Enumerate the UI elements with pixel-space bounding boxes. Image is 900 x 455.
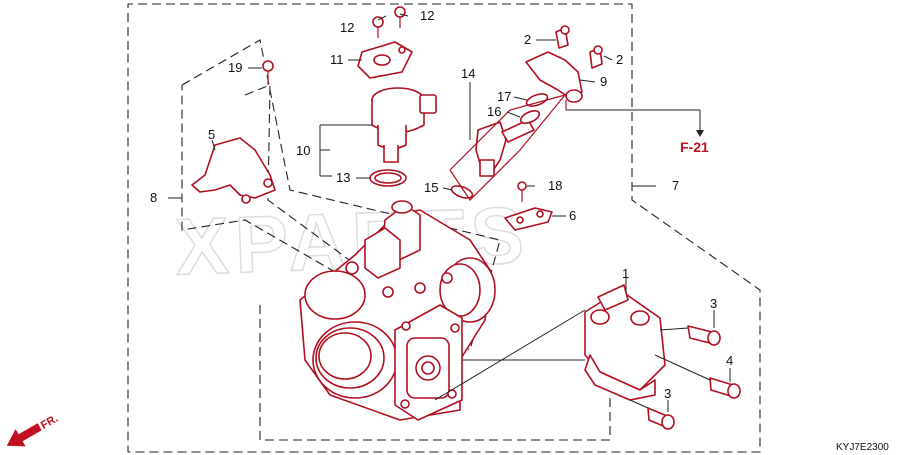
screws-12: [372, 6, 406, 38]
callout-6: 6: [569, 208, 576, 223]
stay-plate-6: [504, 207, 553, 231]
bolts-2: [555, 25, 603, 69]
callout-12-left: 12: [340, 20, 354, 35]
callout-11: 11: [330, 52, 344, 67]
bolt-18: [517, 181, 527, 202]
fuel-hose-joint: [525, 51, 583, 110]
callout-16: 16: [487, 104, 501, 119]
assembly-outline-7: [127, 3, 761, 453]
o-ring-13: [369, 169, 407, 187]
screw-3-lower: [647, 407, 675, 430]
injector-kit-outline: [449, 93, 567, 201]
fuel-injector: [475, 119, 535, 177]
callout-9: 9: [600, 74, 607, 89]
callout-15: 15: [424, 180, 438, 195]
callout-12-right: 12: [420, 8, 434, 23]
throttle-body: [299, 200, 496, 421]
front-arrow-icon: [6, 423, 42, 447]
throttle-position-sensor: [584, 284, 666, 401]
callout-13: 13: [336, 170, 350, 185]
callout-3-upper: 3: [710, 296, 717, 311]
callout-18: 18: [548, 178, 562, 193]
leader-lines: [168, 13, 731, 412]
idle-air-control-valve: [371, 87, 437, 163]
callout-7: 7: [672, 178, 679, 193]
screw-3-upper: [687, 325, 721, 346]
callout-19: 19: [228, 60, 242, 75]
callout-2-right: 2: [616, 52, 623, 67]
callout-5: 5: [208, 127, 215, 142]
front-mark-label: FR.: [39, 413, 60, 432]
callout-4: 4: [726, 353, 733, 368]
callout-10: 10: [296, 143, 310, 158]
screw-19: [262, 60, 274, 85]
o-ring-17: [525, 93, 549, 107]
front-direction-indicator: FR.: [6, 413, 60, 447]
screw-4: [709, 377, 741, 399]
plate-11: [357, 41, 413, 79]
bracket-5: [191, 137, 276, 204]
callout-17: 17: [497, 89, 511, 104]
callout-8: 8: [150, 190, 157, 205]
callout-1: 1: [622, 266, 629, 281]
bracket-outline: [244, 84, 353, 263]
seal-ring-16: [519, 110, 541, 124]
callout-2-upper: 2: [524, 32, 531, 47]
reference-label: F-21: [680, 139, 709, 155]
callout-3-lower: 3: [664, 386, 671, 401]
callout-labels: 1 2 2 3 3 4 5 6 7 8 9 10 11 12 12 13 14 …: [150, 8, 733, 401]
drawing-code: KYJ7E2300: [836, 442, 889, 453]
lower-outline: [259, 305, 611, 441]
reference-arrow-icon: [696, 130, 704, 137]
callout-14: 14: [461, 66, 475, 81]
